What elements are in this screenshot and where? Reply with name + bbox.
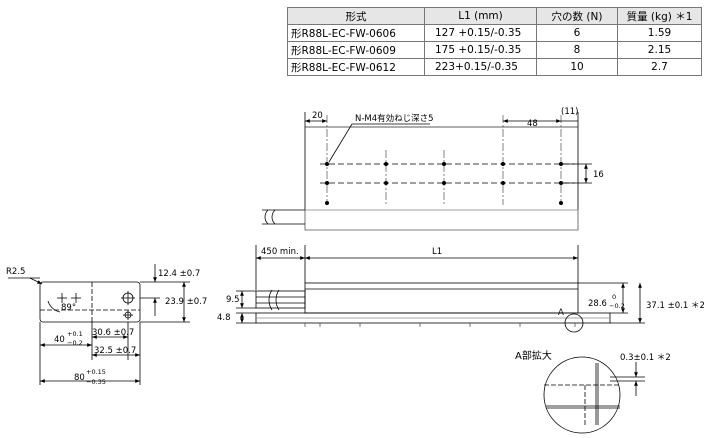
side-body xyxy=(304,282,579,314)
side-view xyxy=(236,245,645,333)
dim-32-5: 32.5 ±0.7 xyxy=(94,346,136,356)
hole-note: N-M4有効ねじ深さ5 xyxy=(355,113,434,124)
end-radius: R2.5 xyxy=(6,267,25,277)
cell-l1: 223+0.15/-0.35 xyxy=(424,58,537,76)
dim-23-9: 23.9 ±0.7 xyxy=(165,297,207,307)
detail-circle xyxy=(543,356,621,434)
dim-40-upper: +0.1 xyxy=(67,330,83,338)
header-holes: 穴の数 (N) xyxy=(536,7,618,25)
dim-48: 48 xyxy=(527,119,538,129)
dim-4-8: 4.8 xyxy=(217,313,231,323)
dim-12-4: 12.4 ±0.7 xyxy=(158,269,200,279)
dim-450: 450 min. xyxy=(261,247,299,257)
cell-model: 形R88L-EC-FW-0612 xyxy=(287,58,425,76)
mounting-holes xyxy=(325,162,563,205)
cell-holes: 10 xyxy=(536,58,618,76)
dim-30-6: 30.6 ±0.7 xyxy=(92,328,134,338)
dim-0-3: 0.3±0.1 ＊2 xyxy=(620,353,671,363)
table-row: 形R88L-EC-FW-0609 175 +0.15/-0.35 8 2.15 xyxy=(287,41,702,59)
dim-28-6-upper: 0 xyxy=(612,293,616,301)
dim-20: 20 xyxy=(312,111,323,121)
top-plate-lower-strip xyxy=(304,209,579,231)
cable-stub xyxy=(255,290,306,309)
dim-37-1: 37.1 ±0.1 ＊2 xyxy=(646,301,705,311)
dim-9-5: 9.5 xyxy=(226,295,240,305)
dim-11: (11) xyxy=(561,107,578,117)
dim-28-6-lower: −0.2 xyxy=(609,302,625,310)
header-model: 形式 xyxy=(287,7,425,25)
table-header-row: 形式 L1 (mm) 穴の数 (N) 質量 (kg) ＊1 xyxy=(287,7,702,25)
end-body xyxy=(39,281,141,323)
dim-40-lower: −0.2 xyxy=(67,339,83,347)
cable xyxy=(262,209,305,225)
detail-a-marker xyxy=(564,313,584,333)
cell-mass: 2.7 xyxy=(617,58,702,76)
header-l1: L1 (mm) xyxy=(424,7,537,25)
dim-80-lower: −0.35 xyxy=(86,378,106,386)
end-angle: 89° xyxy=(61,303,76,313)
spec-table: 形式 L1 (mm) 穴の数 (N) 質量 (kg) ＊1 形R88L-EC-F… xyxy=(287,7,702,76)
end-view xyxy=(8,264,190,385)
dim-80: 80 xyxy=(74,373,85,383)
detail-title: A部拡大 xyxy=(515,349,552,362)
dim-16: 16 xyxy=(593,170,604,180)
dim-28-6: 28.6 xyxy=(588,299,607,309)
top-plate-outline xyxy=(304,126,579,231)
dim-l1: L1 xyxy=(432,247,442,257)
dim-40: 40 xyxy=(54,335,65,345)
dim-80-upper: +0.15 xyxy=(86,368,106,376)
label-a: A xyxy=(558,308,564,318)
detail-a-view xyxy=(543,356,645,434)
cell-model: 形R88L-EC-FW-0609 xyxy=(287,41,425,59)
table-row: 形R88L-EC-FW-0612 223+0.15/-0.35 10 2.7 xyxy=(287,58,702,76)
top-view xyxy=(262,112,592,231)
